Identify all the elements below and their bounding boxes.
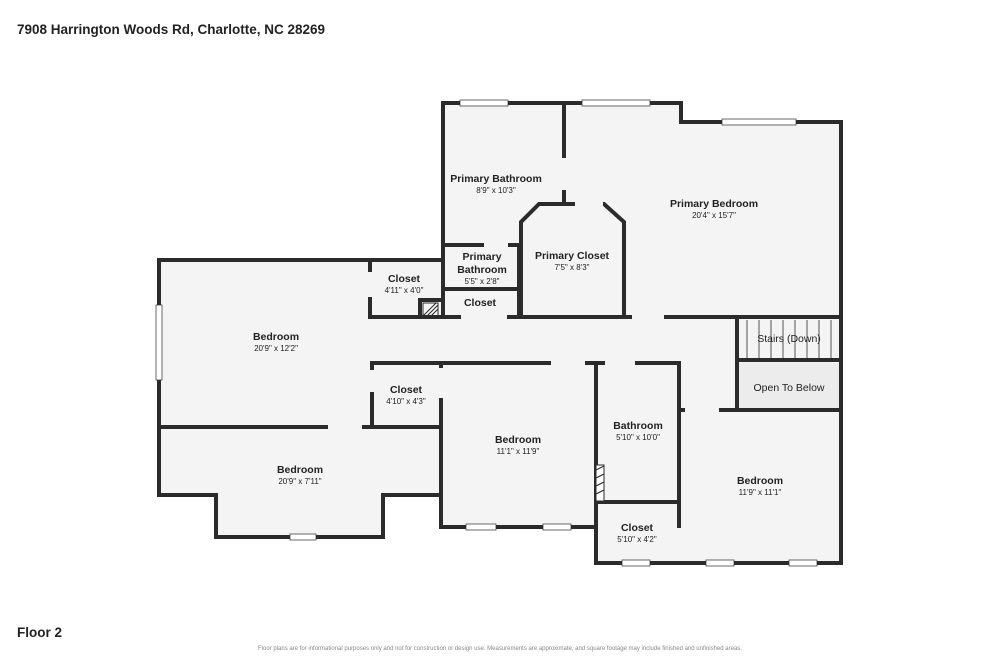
- open-to-below-area: [739, 363, 839, 408]
- wall-hatch: [595, 464, 605, 502]
- disclaimer-text: Floor plans are for informational purpos…: [258, 646, 742, 652]
- stairs-label: Stairs (Down): [757, 333, 821, 345]
- bedroom-left-dims: 20'9" x 12'2": [254, 344, 298, 353]
- closet-upper-left-name: Closet: [388, 273, 421, 285]
- primary-bathroom-dims: 8'9" x 10'3": [476, 186, 516, 195]
- bedroom-right-name: Bedroom: [737, 475, 783, 487]
- closet-mid-dims: 4'10" x 4'3": [386, 397, 426, 406]
- primary-bathroom-small-name-line1: Primary: [462, 251, 501, 263]
- stairs-treads: [746, 320, 832, 358]
- closet-bottom-name: Closet: [621, 522, 654, 534]
- property-address: 7908 Harrington Woods Rd, Charlotte, NC …: [17, 22, 326, 37]
- floor-fill: [159, 103, 841, 563]
- primary-bedroom-dims: 20'4" x 15'7": [692, 211, 736, 220]
- chimney-hatch: [422, 302, 439, 317]
- bathroom-name: Bathroom: [613, 420, 663, 432]
- primary-bathroom-small-dims: 5'5" x 2'8": [465, 277, 500, 286]
- closet-upper-left-dims: 4'11" x 4'0": [385, 286, 424, 295]
- bedroom-right-dims: 11'9" x 11'1": [739, 488, 782, 497]
- openings: [155, 99, 818, 567]
- open-to-below-label: Open To Below: [753, 382, 824, 394]
- bedroom-center-name: Bedroom: [495, 434, 541, 446]
- bedroom-left-name: Bedroom: [253, 331, 299, 343]
- closet-small-name: Closet: [464, 297, 497, 309]
- door-gaps: [328, 158, 719, 556]
- primary-closet-dims: 7'5" x 8'3": [555, 263, 590, 272]
- primary-bedroom-name: Primary Bedroom: [670, 198, 758, 210]
- bedroom-center-dims: 11'1" x 11'9": [497, 447, 540, 456]
- bedroom-bottom-left-dims: 20'9" x 7'11": [278, 477, 321, 486]
- primary-bathroom-small-name-line2: Bathroom: [457, 264, 507, 276]
- closet-bottom-dims: 5'10" x 4'2": [617, 535, 657, 544]
- primary-bathroom-name: Primary Bathroom: [450, 173, 542, 185]
- primary-closet-name: Primary Closet: [535, 250, 610, 262]
- bathroom-dims: 5'10" x 10'0": [616, 433, 660, 442]
- bedroom-bottom-left-name: Bedroom: [277, 464, 323, 476]
- closet-mid-name: Closet: [390, 384, 423, 396]
- floor-label: Floor 2: [17, 625, 63, 640]
